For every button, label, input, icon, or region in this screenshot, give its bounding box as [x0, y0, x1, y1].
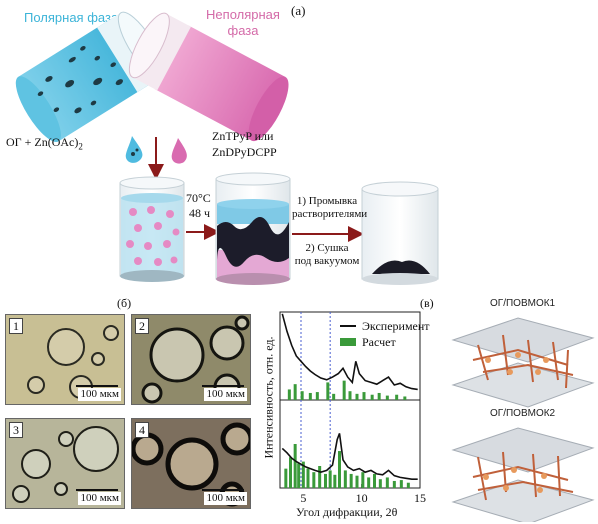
- structures: [451, 317, 595, 522]
- synthesis-scheme: [15, 11, 439, 285]
- experiment-line-1: [281, 313, 418, 391]
- mol1-label: ОГ/ПОВМОК1: [490, 298, 556, 309]
- reaction-beaker: [119, 176, 185, 282]
- calc-bar: [332, 393, 336, 400]
- calc-bar: [355, 475, 359, 488]
- y-axis-label: Интенсивность, отн. ед.: [261, 336, 276, 459]
- x-axis-label: Угол дифракции, 2θ: [296, 505, 398, 519]
- scale-bar: [76, 385, 118, 387]
- step2-label: 2) Сушка под вакуумом: [294, 242, 360, 267]
- legend: Эксперимент Расчет: [340, 318, 430, 350]
- calc-bar: [324, 473, 327, 488]
- calc-bar: [306, 468, 310, 488]
- calc-bar: [392, 480, 396, 488]
- calc-bar: [373, 473, 376, 488]
- calc-bar: [395, 394, 399, 400]
- calc-bar: [385, 477, 389, 488]
- calc-bar: [318, 466, 322, 488]
- calc-bar: [301, 461, 305, 488]
- reagent-right: ZnTPyP или ZnDPyDCPP: [212, 129, 277, 159]
- nonpolar-phase-label: Неполярная фаза: [206, 7, 280, 38]
- micrograph-number: 1: [9, 318, 23, 334]
- micrograph-2: 2 100 мкм: [131, 314, 251, 405]
- reagent-left: ОГ + Zn(OAc)2: [6, 135, 83, 152]
- calc-bar: [312, 472, 316, 488]
- calc-bar: [287, 389, 291, 400]
- calc-bar: [293, 384, 297, 400]
- nonpolar-phase-beaker: [128, 12, 289, 142]
- scale-bar: [202, 385, 244, 387]
- polar-phase-label: Полярная фаза: [24, 10, 119, 25]
- micrograph-number: 4: [135, 422, 149, 438]
- calc-bar: [333, 474, 337, 488]
- calc-bar: [342, 380, 346, 400]
- scale-bar: [202, 489, 244, 491]
- cyan-drop: [125, 136, 143, 163]
- panel-b-label: (б): [117, 296, 132, 310]
- micrograph-4: 4 100 мкм: [131, 418, 251, 509]
- calc-bar: [293, 444, 297, 488]
- dried-product-beaker: [361, 181, 439, 285]
- calc-bar: [361, 472, 365, 488]
- duration-label: 48 ч: [189, 206, 211, 220]
- calc-bar: [385, 395, 389, 400]
- calc-bar: [403, 396, 407, 400]
- micrograph-3: 3 100 мкм: [5, 418, 125, 509]
- xrd-chart: 5 10 15: [279, 311, 426, 505]
- panel-c-label: (в): [420, 296, 434, 310]
- calc-bar: [370, 394, 374, 400]
- legend-experiment-swatch: [340, 325, 356, 327]
- calc-bar: [349, 473, 353, 488]
- y-axis-label-wrap: Интенсивность, отн. ед.: [261, 318, 276, 478]
- calc-bar: [284, 468, 288, 488]
- calc-bar: [308, 392, 312, 400]
- mol2-label: ОГ/ПОВМОК2: [490, 408, 556, 419]
- product-beaker: [215, 172, 291, 285]
- calc-bar: [289, 457, 292, 488]
- step1-label: 1) Промывка растворителями: [292, 195, 368, 220]
- calc-bar: [300, 391, 304, 400]
- calc-bar: [378, 479, 382, 488]
- pink-drop: [171, 138, 187, 164]
- calc-bar: [338, 451, 341, 488]
- calc-bar: [399, 480, 403, 488]
- calc-bar: [406, 482, 410, 488]
- scale-label: 100 мкм: [78, 492, 121, 505]
- temperature-label: 70°C: [186, 191, 211, 205]
- micrograph-number: 3: [9, 422, 23, 438]
- legend-experiment: Эксперимент: [362, 318, 430, 333]
- experiment-line-2: [281, 433, 418, 480]
- calc-bar: [377, 392, 381, 400]
- micrograph-1: 1 100 мкм: [5, 314, 125, 405]
- calc-bar: [297, 463, 301, 488]
- structure-1: [451, 317, 595, 408]
- calc-bar: [367, 477, 371, 488]
- structure-2: [451, 427, 595, 522]
- x-tick-label: 15: [414, 491, 426, 505]
- legend-calc: Расчет: [362, 334, 396, 349]
- calc-bar: [328, 470, 332, 488]
- calc-bar: [343, 470, 347, 488]
- x-tick-label: 5: [300, 491, 306, 505]
- scale-label: 100 мкм: [204, 492, 247, 505]
- calc-bar: [348, 391, 352, 400]
- micrograph-number: 2: [135, 318, 149, 334]
- x-tick-label: 10: [356, 491, 368, 505]
- legend-calc-swatch: [340, 338, 356, 346]
- panel-a-label: (а): [291, 3, 306, 18]
- scale-label: 100 мкм: [204, 388, 247, 401]
- calc-bar: [326, 382, 330, 400]
- calc-bar: [355, 393, 359, 400]
- calc-bar: [362, 392, 366, 400]
- scale-bar: [76, 489, 118, 491]
- calc-bar: [315, 392, 319, 400]
- scale-label: 100 мкм: [78, 388, 121, 401]
